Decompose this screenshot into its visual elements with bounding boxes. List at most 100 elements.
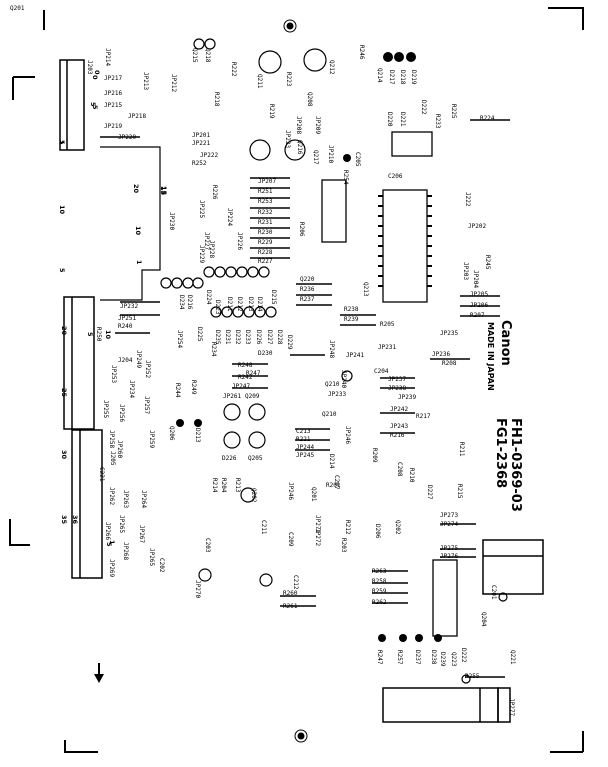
component-label: JP267 [138, 525, 145, 543]
component-label: JP238 [388, 385, 406, 392]
component-label: D227 [266, 330, 273, 345]
component-label: JP223 [284, 130, 291, 148]
component-label: R245 [484, 255, 491, 270]
pin-number: 35 [60, 515, 68, 525]
component-label: JP241 [346, 352, 364, 359]
component-label: R259 [372, 588, 387, 595]
component-label: R219 [268, 104, 275, 119]
component-label: JP231 [378, 344, 396, 351]
component-label: JP226 [236, 232, 243, 250]
component-label: R225 [450, 104, 457, 119]
component-label: Q223 [450, 652, 457, 667]
component-label: JP248 [328, 340, 335, 358]
component-label: D214 [328, 454, 335, 469]
component-label: C221 [98, 467, 105, 482]
component-label: JP201 [192, 132, 210, 139]
component-label: Q202 [250, 488, 257, 503]
component-label: D225 [196, 327, 203, 342]
component-label: JP253 [110, 365, 117, 383]
component-label: R216 [390, 432, 405, 439]
component-label: JP244 [296, 444, 314, 451]
pin-number: 5 [91, 105, 99, 110]
component-label: R249 [190, 380, 197, 395]
pin-number: 20 [132, 184, 140, 194]
component-label: JP273 [440, 512, 458, 519]
pin-number: 10 [104, 330, 112, 340]
component-label: R222 [230, 62, 237, 77]
component-label: JP265 [118, 515, 125, 533]
component-label: Q208 [306, 92, 313, 107]
component-label: C205 [354, 152, 361, 167]
connector-bottom-right [382, 687, 511, 723]
component-label: JP228 [208, 240, 215, 258]
component-label: R260 [283, 590, 298, 597]
pin-number: 10 [134, 226, 142, 236]
component-label: R251 [258, 188, 273, 195]
component-label: JP260 [116, 440, 123, 458]
pin-number: 15 [159, 186, 167, 196]
component-label: C201 [490, 585, 497, 600]
pin-number: 0 [91, 75, 99, 80]
component-label: JP265 [148, 548, 155, 566]
component-label: R239 [344, 316, 359, 323]
component-label: R247 [376, 650, 383, 665]
component-label: Q218 [204, 48, 211, 63]
component-label: JP255 [102, 400, 109, 418]
component-label: JP262 [108, 487, 115, 505]
component-label: JP257 [143, 396, 150, 414]
component-label: JP209 [314, 116, 321, 134]
component-label: JP235 [440, 330, 458, 337]
component-label: JP243 [390, 423, 408, 430]
component-label: R244 [174, 383, 181, 398]
component-label: R228 [258, 249, 273, 256]
component-label: JP270 [194, 580, 201, 598]
component-label: C211 [260, 520, 267, 535]
component-label: JP222 [200, 152, 218, 159]
component-label: R221 [296, 436, 311, 443]
component-label: JP227 [203, 232, 210, 250]
component-label: R217 [416, 413, 431, 420]
pin-number: 15 [160, 186, 168, 196]
board-number-label: FG1-2368 [493, 418, 508, 488]
component-label: JP233 [328, 391, 346, 398]
component-label: JP272 [314, 528, 321, 546]
component-label: JP256 [118, 404, 125, 422]
component-label: JP277 [508, 698, 515, 716]
component-label: JP266 [104, 522, 111, 540]
component-label: JP212 [170, 74, 177, 92]
component-label: D211 [226, 297, 233, 312]
component-label: R238 [344, 306, 359, 313]
component-label: D220 [386, 112, 393, 127]
component-label: Q220 [300, 276, 315, 283]
component-label: R263 [372, 568, 387, 575]
component-label: R210 [408, 468, 415, 483]
component-label: Q212 [328, 60, 335, 75]
component-label: C202 [158, 558, 165, 573]
component-label: R233 [434, 114, 441, 129]
maker-label: Canon [498, 320, 513, 366]
origin-label: MADE IN JAPAN [486, 322, 495, 391]
component-label: Q202 [394, 520, 401, 535]
component-label: D226 [222, 455, 237, 462]
component-label: JP254 [176, 330, 183, 348]
component-label: R205 [380, 321, 395, 328]
component-label: JP271 [314, 515, 321, 533]
component-label: JP239 [398, 394, 416, 401]
component-label: D227 [426, 485, 433, 500]
component-label: JP204 [472, 270, 479, 288]
component-label: JP202 [468, 223, 486, 230]
component-label: D224 [205, 290, 212, 305]
component-label: C207 [333, 475, 340, 490]
component-label: R237 [300, 296, 315, 303]
component-label: R246 [358, 45, 365, 60]
component-label: R231 [258, 219, 273, 226]
component-label: JP249 [135, 350, 142, 368]
component-label: Q215 [191, 48, 198, 63]
component-label: D215 [270, 290, 277, 305]
ic-q213 [321, 179, 347, 243]
component-label: J203 [86, 60, 93, 75]
component-label: D229 [286, 335, 293, 350]
connector-j203 [59, 59, 85, 151]
component-label: C206 [388, 173, 403, 180]
component-label: Q205 [248, 455, 263, 462]
